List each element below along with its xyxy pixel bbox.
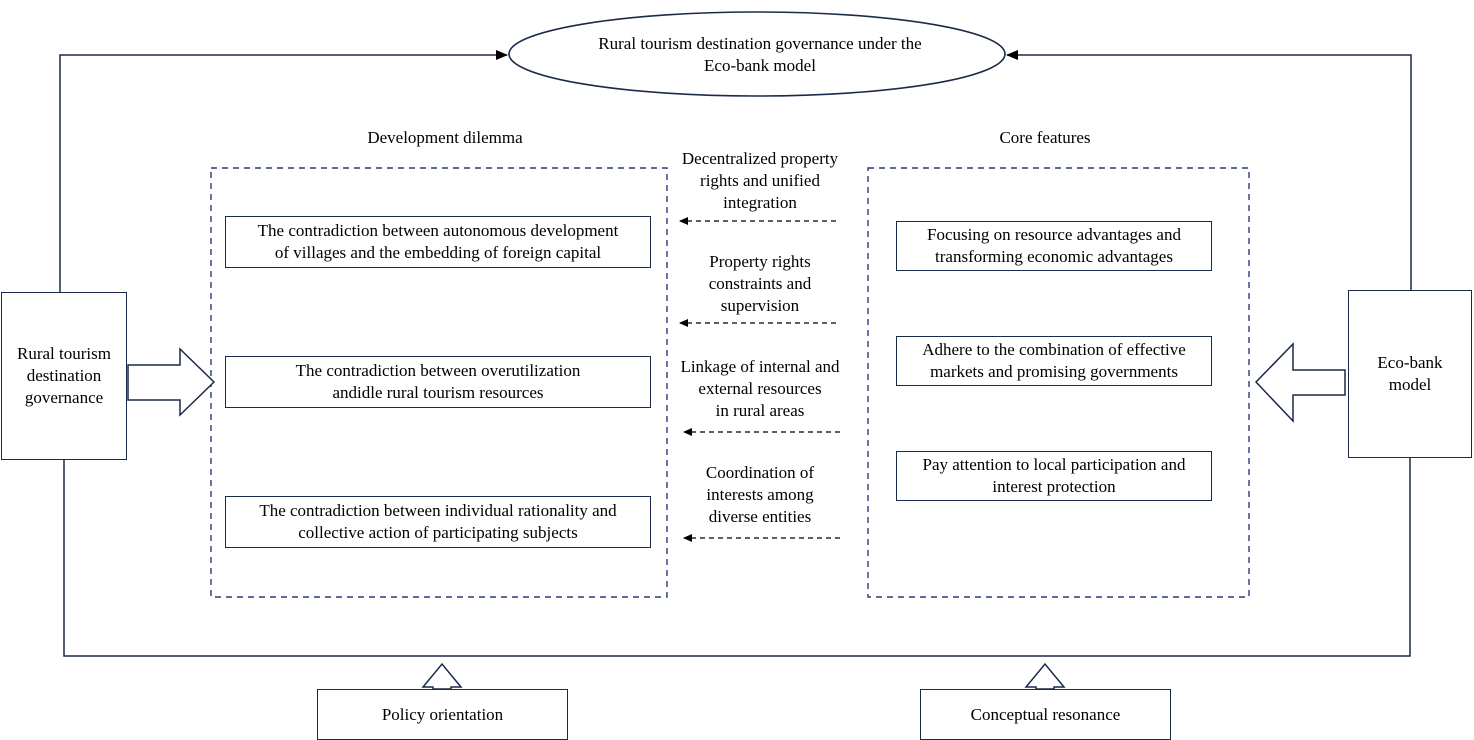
link-3-line1: Linkage of internal and: [680, 357, 840, 376]
right-box-line1: Eco-bank: [1377, 353, 1443, 372]
link-1-line2: rights and unified: [700, 171, 820, 190]
dilemma-item-2-line2: andidle rural tourism resources: [332, 383, 544, 402]
link-4-line3: diverse entities: [708, 507, 812, 526]
conceptual-resonance-box: Conceptual resonance: [920, 689, 1171, 740]
link-1-line1: Decentralized property: [681, 149, 839, 168]
right-loop-line: [1006, 50, 1412, 290]
link-1-line3: integration: [723, 193, 797, 212]
top-title-line2: Eco-bank model: [704, 56, 816, 75]
left-box-line2: destination: [26, 366, 102, 385]
dilemma-item-3-line1: The contradiction between individual rat…: [259, 501, 617, 520]
dilemma-item-2: The contradiction between overutilizatio…: [225, 356, 651, 408]
features-dashed-frame: [867, 167, 1250, 598]
link-2-line2: constraints and: [708, 274, 812, 293]
features-heading: Core features: [999, 128, 1091, 147]
left-box-line3: governance: [24, 388, 104, 407]
link-label-1: Decentralized property rights and unifie…: [662, 148, 858, 214]
right-ecobank-box: Eco-bank model: [1348, 290, 1472, 458]
policy-up-arrow: [421, 662, 463, 690]
left-governance-box: Rural tourism destination governance: [1, 292, 127, 460]
link-4-line2: interests among: [706, 485, 814, 504]
link-3-line2: external resources: [698, 379, 822, 398]
dilemma-item-1: The contradiction between autonomous dev…: [225, 216, 651, 268]
dilemma-item-3-line2: collective action of participating subje…: [298, 523, 578, 542]
link-2-line3: supervision: [720, 296, 800, 315]
feature-item-3-line1: Pay attention to local participation and: [922, 455, 1186, 474]
right-box-line2: model: [1388, 375, 1432, 394]
conceptual-up-arrow: [1024, 662, 1066, 690]
left-loop-line: [59, 50, 508, 292]
link-4-line1: Coordination of: [705, 463, 815, 482]
feature-item-2-line2: markets and promising governments: [930, 362, 1178, 381]
right-block-arrow: [1254, 342, 1346, 423]
feature-item-2-line1: Adhere to the combination of effective: [922, 340, 1186, 359]
bottom-frame-line: [63, 458, 1411, 657]
link-3-line3: in rural areas: [715, 401, 805, 420]
link-2-line1: Property rights: [709, 252, 811, 271]
feature-item-3-line2: interest protection: [992, 477, 1116, 496]
feature-item-1-line2: transforming economic advantages: [935, 247, 1173, 266]
top-title: Rural tourism destination governance und…: [520, 33, 1000, 77]
link-label-2: Property rights constraints and supervis…: [662, 251, 858, 317]
link-label-4: Coordination of interests among diverse …: [662, 462, 858, 528]
dilemma-item-1-line1: The contradiction between autonomous dev…: [257, 221, 619, 240]
feature-item-1: Focusing on resource advantages and tran…: [896, 221, 1212, 271]
left-block-arrow: [127, 347, 216, 417]
feature-item-1-line1: Focusing on resource advantages and: [927, 225, 1181, 244]
top-title-line1: Rural tourism destination governance und…: [598, 34, 922, 53]
link-label-3: Linkage of internal and external resourc…: [662, 356, 858, 422]
dilemma-item-2-line1: The contradiction between overutilizatio…: [295, 361, 581, 380]
feature-item-3: Pay attention to local participation and…: [896, 451, 1212, 501]
dilemma-item-3: The contradiction between individual rat…: [225, 496, 651, 548]
left-box-line1: Rural tourism: [17, 344, 111, 363]
policy-orientation-box: Policy orientation: [317, 689, 568, 740]
feature-item-2: Adhere to the combination of effective m…: [896, 336, 1212, 386]
top-ellipse: [508, 11, 1006, 97]
dilemma-heading: Development dilemma: [367, 128, 523, 147]
dilemma-item-1-line2: of villages and the embedding of foreign…: [274, 243, 602, 262]
